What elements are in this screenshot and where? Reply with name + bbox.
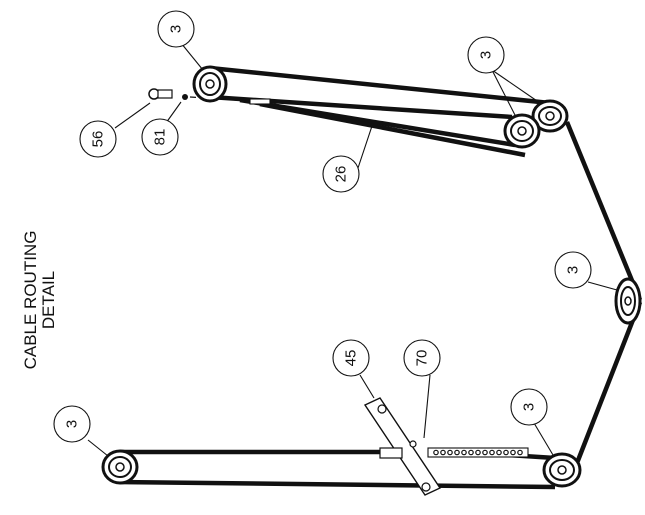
bracket-fitting [379,447,403,459]
svg-text:56: 56 [90,131,107,148]
cable-sleeve [249,98,271,105]
callout-3-middle-right: 3 [554,251,592,289]
pulley-bottom-right [542,452,582,488]
cable-segment-top-upper [209,65,551,106]
callout-26-cable: 26 [322,155,360,193]
svg-text:3: 3 [168,25,185,33]
cable-segment-right-lower [574,301,643,464]
callout-81-ferrule: 81 [141,118,179,156]
svg-text:81: 81 [152,129,169,146]
callout-56-eye-bolt: 56 [79,120,117,158]
pulley-middle-right [614,277,642,325]
bracket-plate [363,397,442,496]
pulley-top-right-inner [503,113,541,149]
cable-segment-bottom [119,479,556,490]
svg-text:3: 3 [565,266,582,274]
callout-3-top-right: 3 [467,36,505,74]
rail-holes [433,449,523,456]
svg-text:3: 3 [521,403,538,411]
svg-text:3: 3 [64,420,81,428]
callout-3-bottom-right: 3 [510,388,548,426]
ferrule [182,94,188,100]
svg-text:45: 45 [343,350,360,367]
leader-lines [87,42,618,457]
pulley-bottom-left [101,449,139,485]
title-line-1: CABLE ROUTING [21,231,40,370]
cable-segment-right-upper [564,121,643,301]
callout-3-bottom-left: 3 [53,405,91,443]
title-line-2: DETAIL [39,271,58,329]
callout-45-bracket: 45 [332,339,370,377]
svg-text:26: 26 [333,166,350,183]
adjustment-rail [427,447,529,458]
callout-70-pin: 70 [403,339,441,377]
cable-segment-top-return [259,101,526,158]
callout-3-top-left: 3 [157,10,195,48]
pulley-top-left [192,65,228,103]
svg-text:3: 3 [478,51,495,59]
pulley-top-right-outer [531,99,569,133]
pin [409,440,417,448]
eye-bolt [148,88,173,100]
svg-text:70: 70 [414,350,431,367]
diagram-title: CABLE ROUTING DETAIL [21,231,58,370]
